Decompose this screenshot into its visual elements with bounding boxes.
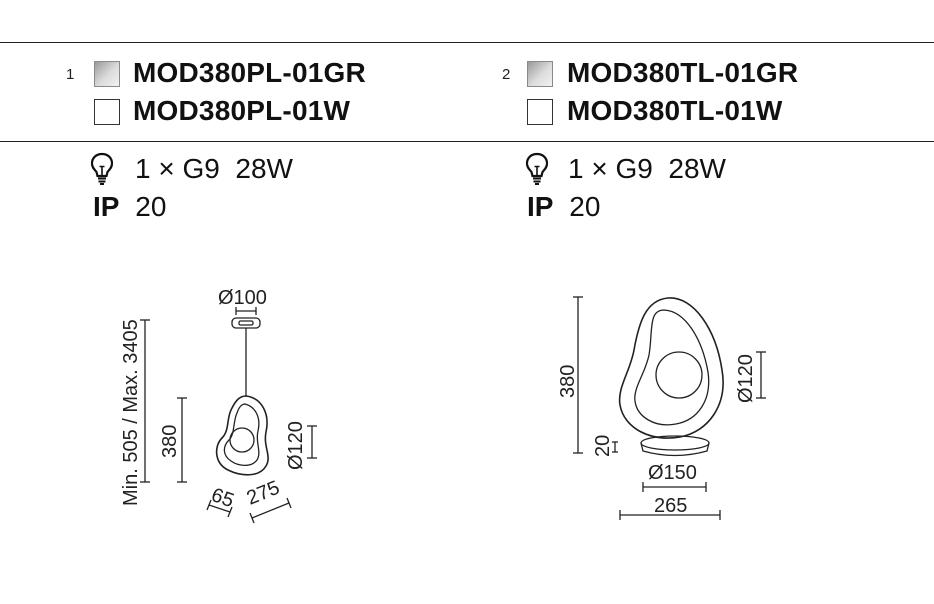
lamp-spec: 1 × G9 28W (568, 153, 726, 185)
canopy (231, 317, 261, 329)
lamp-type: 1 × G9 (568, 153, 653, 184)
lamp-power: 28W (235, 153, 293, 184)
product-code: MOD380PL-01GR (133, 57, 366, 88)
base-height-label: 20 (592, 435, 614, 457)
product-code: MOD380PL-01W (133, 95, 351, 126)
lamp-spec: 1 × G9 28W (135, 153, 293, 185)
light-bulb-icon (525, 152, 549, 185)
ip-value: 20 (569, 191, 601, 222)
white-swatch (527, 99, 553, 125)
header-bottom-rule (0, 141, 934, 142)
light-bulb-icon (90, 152, 114, 185)
ip-value: 20 (135, 191, 167, 222)
height-label: 380 (557, 365, 579, 398)
ip-label: IP (527, 191, 554, 222)
product-number: 1 (66, 66, 75, 83)
pendant-globe-label: Ø120 (285, 421, 307, 470)
body-height-label: 380 (159, 425, 181, 458)
overall-width-label: 265 (654, 495, 687, 517)
white-swatch (94, 99, 120, 125)
base-height-dimension (612, 441, 618, 453)
pendant-shade (215, 395, 269, 476)
height-dimension (573, 296, 583, 454)
product-code: MOD380TL-01W (567, 95, 783, 126)
graphite-swatch (94, 61, 120, 87)
base-diameter-dimension (642, 482, 707, 492)
height-range-dimension (140, 319, 150, 483)
product-code: MOD380TL-01GR (567, 57, 799, 88)
table-lamp-globe (655, 351, 703, 399)
ip-rating: IP 20 (93, 191, 166, 223)
lamp-power: 28W (668, 153, 726, 184)
ip-label: IP (93, 191, 120, 222)
product-number: 2 (502, 66, 511, 83)
graphite-swatch (527, 61, 553, 87)
depth-label: 65 (208, 484, 236, 512)
pendant-globe-dimension (307, 425, 317, 459)
table-lamp-drawing: 380 20 Ø120 Ø150 265 (557, 296, 766, 520)
table-globe-label: Ø120 (735, 354, 757, 403)
height-range-label: Min. 505 / Max. 3405 (120, 319, 142, 506)
width-dimension (249, 497, 292, 524)
top-rule (0, 42, 934, 43)
canopy-diameter-label: Ø100 (218, 287, 267, 309)
body-height-dimension (177, 397, 187, 483)
overall-width-dimension (619, 510, 721, 520)
lamp-type: 1 × G9 (135, 153, 220, 184)
depth-dimension (206, 499, 233, 518)
width-label: 275 (244, 477, 283, 510)
table-lamp-shade (618, 297, 724, 439)
ip-rating: IP 20 (527, 191, 600, 223)
pendant-drawing: Min. 505 / Max. 3405 380 Ø100 Ø120 (120, 287, 317, 524)
table-globe-dimension (756, 351, 766, 399)
pendant-globe (229, 427, 255, 453)
base-diameter-label: Ø150 (648, 462, 697, 484)
